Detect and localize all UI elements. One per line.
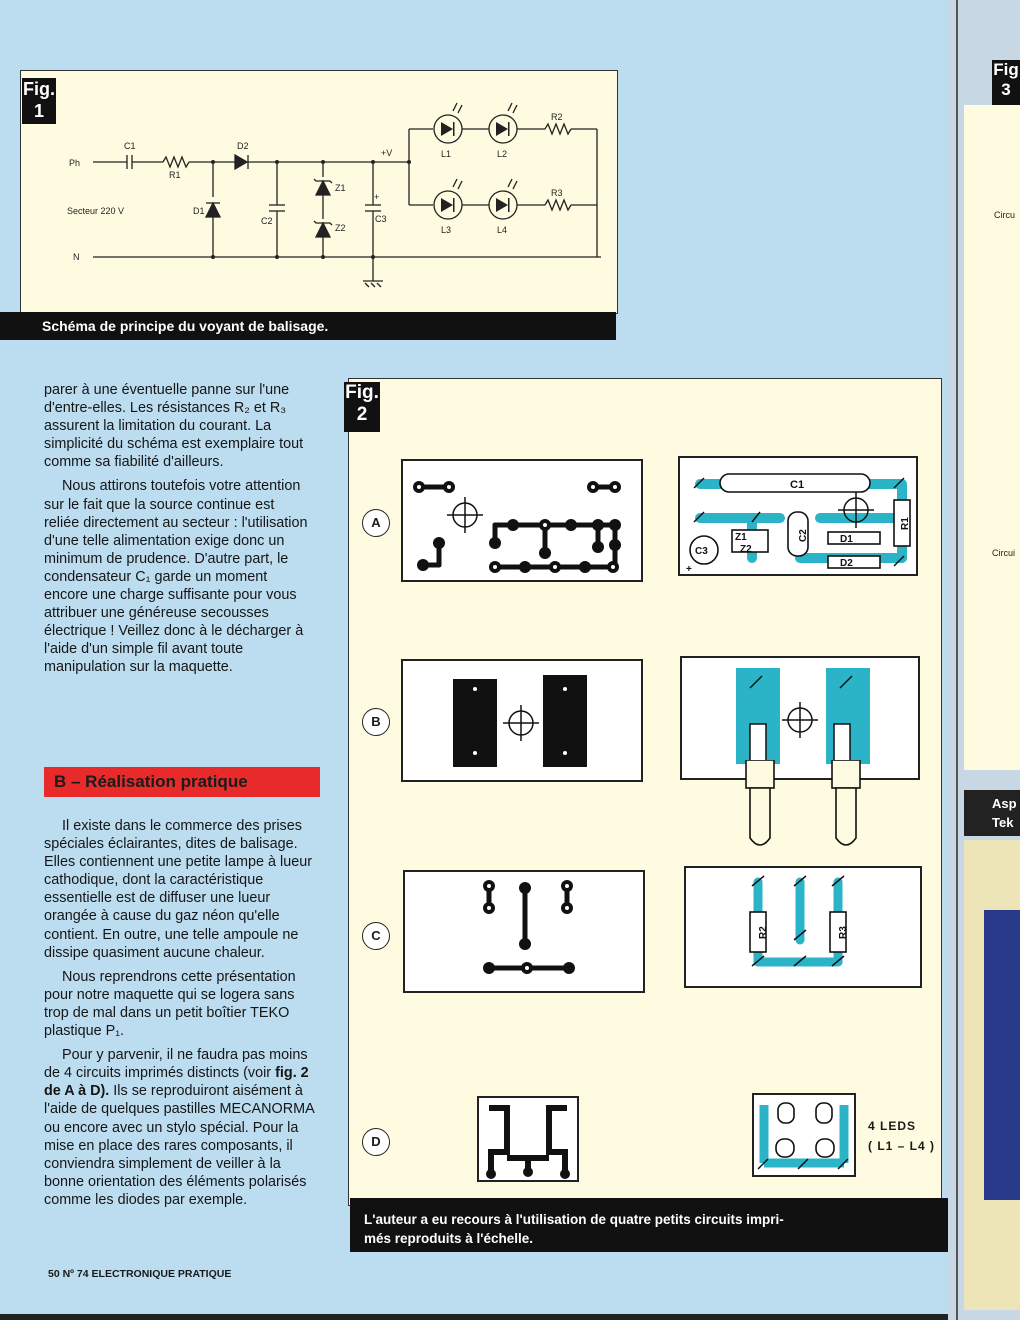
pcb-a-copper (401, 459, 643, 582)
pcb-d-copper (477, 1096, 579, 1182)
row-label-b: B (362, 708, 390, 736)
fig2-tag: Fig. 2 (344, 382, 380, 432)
page-footer: 50 Nº 74 ELECTRONIQUE PRATIQUE (48, 1268, 232, 1280)
pcb-a-components-art: C1 Z1 Z2 C2 D1 D2 R1 C3 + (686, 473, 911, 575)
label-n: N (73, 252, 80, 262)
article-para-2: Nous attirons toutefois votre attention … (44, 478, 308, 676)
fig1-caption: Schéma de principe du voyant de balisage… (0, 312, 616, 340)
pcb-c-copper-art (483, 880, 575, 974)
fig1-tag-word: Fig. (23, 79, 55, 99)
right-fig-num: 3 (1001, 80, 1011, 99)
label-d1: D1 (193, 206, 205, 216)
label-z1: Z1 (335, 183, 346, 193)
label-l2: L2 (497, 149, 507, 159)
leds-label-line-2: ( L1 – L4 ) (868, 1139, 936, 1153)
fig2-caption-line-2: més reproduits à l'échelle. (364, 1231, 534, 1246)
label-r1: R1 (169, 170, 181, 180)
pcb-a-r1: R1 (900, 517, 911, 530)
label-l1: L1 (441, 149, 451, 159)
pcb-c-components-art: R2 R3 (749, 875, 849, 967)
article-column-top: parer à une éventuelle panne sur l'une d… (44, 381, 312, 683)
label-d2: D2 (237, 141, 249, 151)
right-caption-tek: Tek (992, 815, 1014, 830)
right-page-strip: Fig 3 Circu Circui Asp Tek (948, 0, 1020, 1320)
article-column-bottom: Il existe dans le commerce des prises sp… (44, 817, 316, 1215)
label-z2: Z2 (335, 223, 346, 233)
fig1-schematic: Ph N Secteur 220 V C1 R1 D2 D1 C2 Z1 Z2 … (67, 102, 601, 288)
fig2-caption: L'auteur a eu recours à l'utilisation de… (350, 1198, 948, 1252)
fig2-tag-num: 2 (356, 404, 368, 425)
label-c1: C1 (124, 141, 136, 151)
right-fig-word: Fig (993, 60, 1019, 79)
leds-label-line-1: 4 LEDS (868, 1119, 917, 1133)
label-r3: R3 (551, 188, 563, 198)
pcb-a-plus: + (686, 564, 692, 574)
label-plus-v: +V (381, 148, 392, 158)
row-label-c: C (362, 922, 390, 950)
label-l4: L4 (497, 225, 507, 235)
pcb-a-c2: C2 (798, 529, 809, 542)
label-ph: Ph (69, 158, 80, 168)
pcb-d-components (752, 1093, 856, 1177)
article-para-5: Pour y parvenir, il ne faudra pas moins … (44, 1046, 316, 1209)
right-caption-asp: Asp (992, 796, 1017, 811)
section-title-bar: B – Réalisation pratique (44, 767, 320, 797)
pcb-a-copper-art (413, 481, 621, 573)
label-r2: R2 (551, 112, 563, 122)
leds-label: 4 LEDS ( L1 – L4 ) (868, 1116, 935, 1156)
pcb-b-lamp-legs (745, 760, 861, 846)
row-label-d: D (362, 1128, 390, 1156)
pcb-d-copper-art (486, 1105, 570, 1179)
fig1-tag-num: 1 (33, 101, 44, 121)
article-para-4: Nous reprendrons cette présentation pour… (44, 968, 296, 1040)
article-para-5-bold: fig. 2 de A à D). (44, 1065, 309, 1100)
fig2-tag-word: Fig. (345, 382, 379, 403)
article-para-1: parer à une éventuelle panne sur l'une d… (44, 382, 304, 471)
label-l3: L3 (441, 225, 451, 235)
article-para-5-post: Ils se reproduiront aisément à l'aide de… (44, 1083, 314, 1208)
label-secteur: Secteur 220 V (67, 206, 124, 216)
page-gutter (956, 0, 958, 1320)
right-fig-tag: Fig 3 (992, 60, 1020, 112)
fig2-caption-line-1: L'auteur a eu recours à l'utilisation de… (364, 1212, 784, 1227)
pcb-a-components: C1 Z1 Z2 C2 D1 D2 R1 C3 + (678, 456, 918, 576)
pcb-c-components: R2 R3 (684, 866, 922, 988)
label-c3: C3 (375, 214, 387, 224)
pcb-a-c1: C1 (790, 479, 804, 491)
pcb-b-copper (401, 659, 643, 782)
pcb-b-copper-art (453, 675, 587, 767)
right-caption-bar: Asp Tek (964, 790, 1020, 836)
pcb-a-z1: Z1 (735, 532, 747, 543)
label-plus: + (374, 192, 379, 202)
pcb-d-components-art (757, 1102, 849, 1170)
right-circuit-label-1: Circu (994, 210, 1016, 220)
article-para-5-pre: Pour y parvenir, il ne faudra pas moins … (44, 1047, 308, 1082)
right-photo-object (984, 910, 1020, 1200)
pcb-c-copper (403, 870, 645, 993)
pcb-a-d1: D1 (840, 534, 853, 545)
pcb-c-r3: R3 (838, 926, 849, 939)
page-bottom-edge (0, 1314, 948, 1320)
fig1-panel: Ph N Secteur 220 V C1 R1 D2 D1 C2 Z1 Z2 … (20, 70, 618, 314)
pcb-a-d2: D2 (840, 558, 853, 569)
article-para-3: Il existe dans le commerce des prises sp… (44, 818, 313, 961)
fig1-tag: Fig. 1 (22, 78, 56, 124)
pcb-a-z2: Z2 (740, 544, 752, 555)
pcb-c-r2: R2 (758, 926, 769, 939)
row-label-a: A (362, 509, 390, 537)
pcb-a-c3: C3 (695, 546, 708, 557)
label-c2: C2 (261, 216, 273, 226)
section-title: B – Réalisation pratique (54, 772, 248, 791)
right-fig-panel (964, 105, 1020, 770)
right-circuit-label-2: Circui (992, 548, 1016, 558)
